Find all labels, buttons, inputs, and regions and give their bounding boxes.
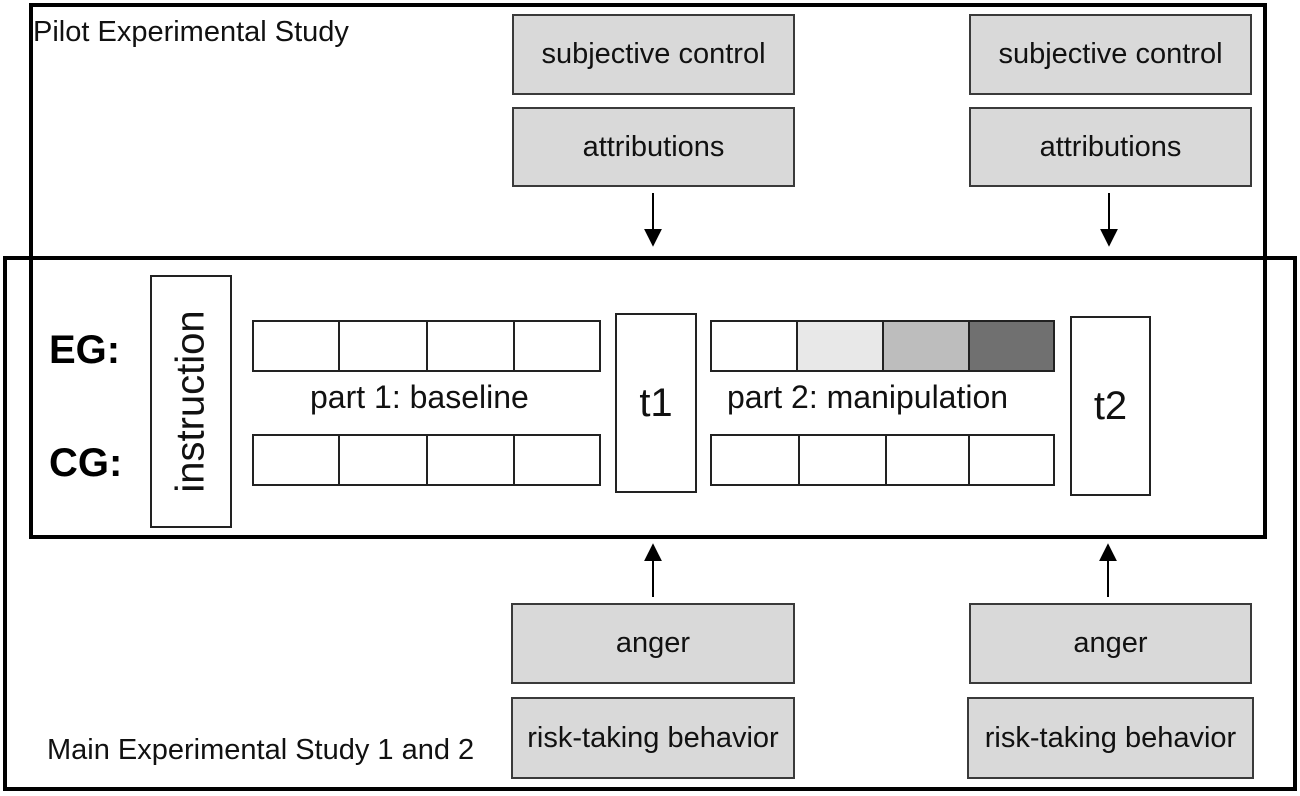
eg-manipulation-block-4 xyxy=(968,320,1055,372)
cg-label: CG: xyxy=(49,441,123,485)
instruction-box: instruction xyxy=(150,275,232,528)
anger-t1-box: anger xyxy=(511,603,795,684)
main-study-frame xyxy=(3,256,1297,791)
eg-label: EG: xyxy=(49,328,121,372)
attributions-t2-box: attributions xyxy=(969,107,1252,187)
eg-baseline-block-4 xyxy=(513,320,601,372)
part1-label: part 1: baseline xyxy=(310,379,529,415)
cg-manipulation-block-4 xyxy=(968,434,1055,486)
main-study-title: Main Experimental Study 1 and 2 xyxy=(47,734,475,766)
subjective-control-t1-box: subjective control xyxy=(512,14,795,95)
t1-box: t1 xyxy=(615,313,697,493)
pilot-study-title: Pilot Experimental Study xyxy=(33,16,349,48)
subjective-control-t2-box: subjective control xyxy=(969,14,1252,95)
part2-label: part 2: manipulation xyxy=(727,379,1009,415)
t2-label: t2 xyxy=(1093,383,1128,428)
attributions-t1-box: attributions xyxy=(512,107,795,187)
risk-taking-t1-box: risk-taking behavior xyxy=(511,697,795,779)
anger-t2-box: anger xyxy=(969,603,1252,684)
t2-box: t2 xyxy=(1070,316,1151,496)
t1-label: t1 xyxy=(639,380,673,425)
pilot-study-frame xyxy=(29,3,1267,539)
risk-taking-t2-box: risk-taking behavior xyxy=(967,697,1254,779)
cg-baseline-block-4 xyxy=(513,434,601,486)
